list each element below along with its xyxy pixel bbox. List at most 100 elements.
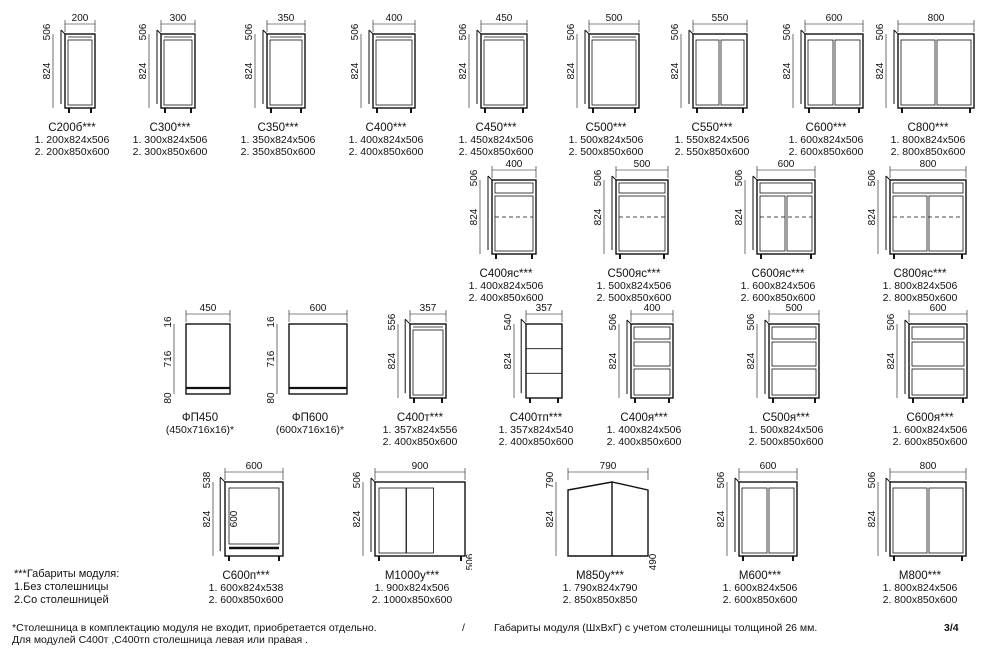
module-name: С450*** bbox=[475, 122, 517, 134]
width-label: 400 bbox=[506, 159, 523, 170]
module-name: С600*** bbox=[805, 122, 847, 134]
module-line1: 1. 800х824х506 bbox=[882, 280, 958, 292]
width-label: 400 bbox=[644, 303, 661, 314]
side-depth-label: 506 bbox=[465, 553, 472, 570]
width-label: 600 bbox=[930, 303, 947, 314]
width-label: 500 bbox=[786, 303, 803, 314]
width-label: 600 bbox=[760, 461, 777, 472]
module-line2: 2. 800х850х600 bbox=[882, 292, 958, 304]
module-line2: 2. 800х850х600 bbox=[882, 594, 958, 606]
module-line2: 2. 400х850х600 bbox=[348, 146, 424, 158]
footer-notes: *Столешница в комплектацию модуля не вхо… bbox=[12, 622, 377, 646]
width-label: 600 bbox=[778, 159, 795, 170]
depth-label: 506 bbox=[670, 23, 681, 40]
width-label: 500 bbox=[634, 159, 651, 170]
height-label: 824 bbox=[352, 510, 363, 527]
module-line1: 1. 450х824х506 bbox=[458, 134, 534, 146]
height-label: 824 bbox=[545, 510, 556, 527]
depth-label: 506 bbox=[886, 313, 897, 330]
module-line2: 2. 600х850х600 bbox=[740, 292, 816, 304]
footer-note-2: Для модулей С400т ,С400тп столешница лев… bbox=[12, 634, 309, 646]
module-line1: 1. 357х824х556 bbox=[382, 424, 458, 436]
height-label: 824 bbox=[746, 352, 757, 369]
module-line2: 2. 400х850х600 bbox=[468, 292, 544, 304]
module-line1: 1. 600х824х506 bbox=[722, 582, 798, 594]
module-line2: 2. 600х850х600 bbox=[892, 436, 968, 448]
height-label: 824 bbox=[469, 208, 480, 225]
module-name: С600я*** bbox=[906, 412, 954, 424]
height-label: 824 bbox=[608, 352, 619, 369]
module-name: С500*** bbox=[585, 122, 627, 134]
width-label: 550 bbox=[712, 13, 729, 24]
depth-label: 506 bbox=[734, 169, 745, 186]
module-line2: 2. 200х850х600 bbox=[34, 146, 110, 158]
module-line1: 1. 600х824х506 bbox=[740, 280, 816, 292]
width-label: 500 bbox=[606, 13, 623, 24]
module-name: С400тп*** bbox=[509, 412, 563, 424]
module-name: С400*** bbox=[365, 122, 407, 134]
height-label: 824 bbox=[202, 510, 213, 527]
footer-page-number: 3/4 bbox=[944, 622, 959, 634]
module-line1: 1. 300х824х506 bbox=[132, 134, 208, 146]
height-label: 824 bbox=[782, 62, 793, 79]
module-line1: 1. 400х824х506 bbox=[606, 424, 682, 436]
module-line1: 1. 500х824х506 bbox=[596, 280, 672, 292]
module-name: С800яс*** bbox=[893, 268, 947, 280]
module-line2: 2. 500х850х600 bbox=[568, 146, 644, 158]
inner-height-label: 600 bbox=[229, 510, 240, 527]
module-name: М800*** bbox=[898, 570, 942, 582]
module-line1: 1. 357х824х540 bbox=[498, 424, 574, 436]
module-line1: 1. 500х824х506 bbox=[568, 134, 644, 146]
module-line2: 2. 400х850х600 bbox=[382, 436, 458, 448]
width-label: 300 bbox=[170, 13, 187, 24]
module-line1: 1. 600х824х538 bbox=[208, 582, 284, 594]
module-line2: 2. 400х850х600 bbox=[606, 436, 682, 448]
module-line1: 1. 600х824х506 bbox=[892, 424, 968, 436]
module-line2: 2. 450х850х600 bbox=[458, 146, 534, 158]
width-label: 600 bbox=[310, 303, 327, 314]
depth-label: 506 bbox=[782, 23, 793, 40]
height-label: 716 bbox=[266, 350, 277, 367]
footer-dimensions-note: Габариты модуля (ШхВхГ) с учетом столешн… bbox=[494, 622, 818, 634]
footer-note-1: *Столешница в комплектацию модуля не вхо… bbox=[12, 622, 377, 634]
module-line1: 1. 790х824х790 bbox=[562, 582, 638, 594]
module-line1: 1. 400х824х506 bbox=[468, 280, 544, 292]
height-label: 824 bbox=[458, 62, 469, 79]
module-name: С400т*** bbox=[396, 412, 444, 424]
module-line2: 2. 300х850х600 bbox=[132, 146, 208, 158]
module-name: ФП600 bbox=[291, 412, 329, 424]
height-label: 824 bbox=[593, 208, 604, 225]
module-line1: 1. 800х824х506 bbox=[882, 582, 958, 594]
depth-label: 506 bbox=[716, 471, 727, 488]
legend-title: ***Габариты модуля: bbox=[14, 568, 120, 580]
